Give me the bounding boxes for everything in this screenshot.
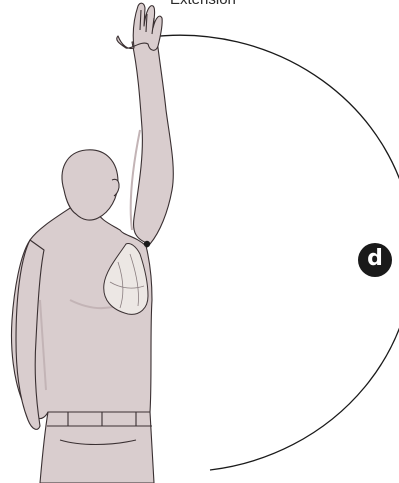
panel-label-badge: d [358, 243, 392, 277]
pivot-point [144, 241, 150, 247]
trousers [40, 412, 154, 483]
raised-hand [117, 3, 162, 50]
caption-label: Extension [170, 0, 236, 8]
